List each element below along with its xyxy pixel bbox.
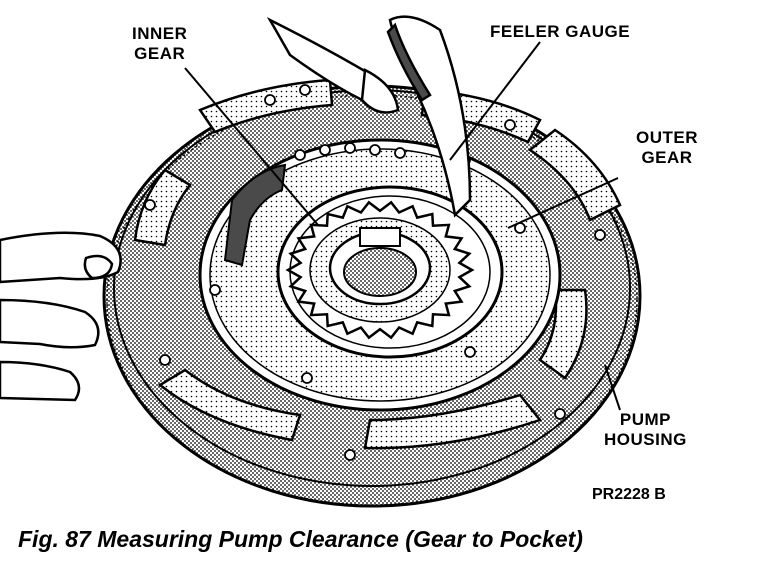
technician-hand — [0, 231, 122, 402]
leader-lines — [184, 41, 621, 411]
housing-pockets — [133, 78, 622, 450]
gear-hub — [328, 227, 432, 306]
label-outer-gear-line2: GEAR — [641, 148, 693, 167]
figure-id: PR2228 B — [592, 486, 666, 503]
label-pump-housing-line1: PUMP — [619, 410, 671, 429]
label-feeler-gauge-text: FEELER GAUGE — [490, 22, 631, 41]
label-feeler-gauge: FEELER GAUGE — [490, 22, 630, 42]
label-outer-gear-line1: OUTER — [636, 128, 698, 147]
label-inner-gear-line2: GEAR — [134, 44, 186, 63]
label-inner-gear: INNER GEAR — [132, 24, 187, 64]
figure-caption: Fig. 87 Measuring Pump Clearance (Gear t… — [18, 526, 583, 552]
crescent-slot — [223, 163, 287, 267]
feeler-gauge-tool — [266, 15, 472, 218]
bolt-holes — [144, 84, 606, 461]
label-pump-housing-line2: HOUSING — [604, 430, 687, 449]
label-pump-housing: PUMP HOUSING — [604, 410, 687, 450]
label-outer-gear: OUTER GEAR — [636, 128, 698, 168]
label-inner-gear-line1: INNER — [132, 24, 188, 43]
